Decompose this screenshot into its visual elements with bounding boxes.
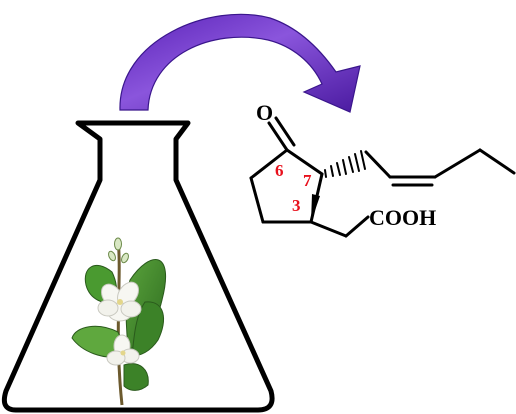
locant-3: 3 xyxy=(292,196,301,215)
molecule-bonds xyxy=(249,116,516,238)
locant-6: 6 xyxy=(275,161,284,180)
jasmonic-acid-structure: O COOH 6 7 3 xyxy=(249,100,516,238)
hashed-wedge-bond xyxy=(324,150,366,178)
carboxylic-acid-label: COOH xyxy=(369,205,436,230)
curved-arrow-icon xyxy=(119,13,361,113)
jasmine-plant-icon xyxy=(71,237,167,406)
locant-7: 7 xyxy=(303,171,312,190)
carbonyl-oxygen-label: O xyxy=(256,100,273,125)
flask-icon xyxy=(1,120,275,413)
solid-wedge-bond xyxy=(311,194,320,222)
